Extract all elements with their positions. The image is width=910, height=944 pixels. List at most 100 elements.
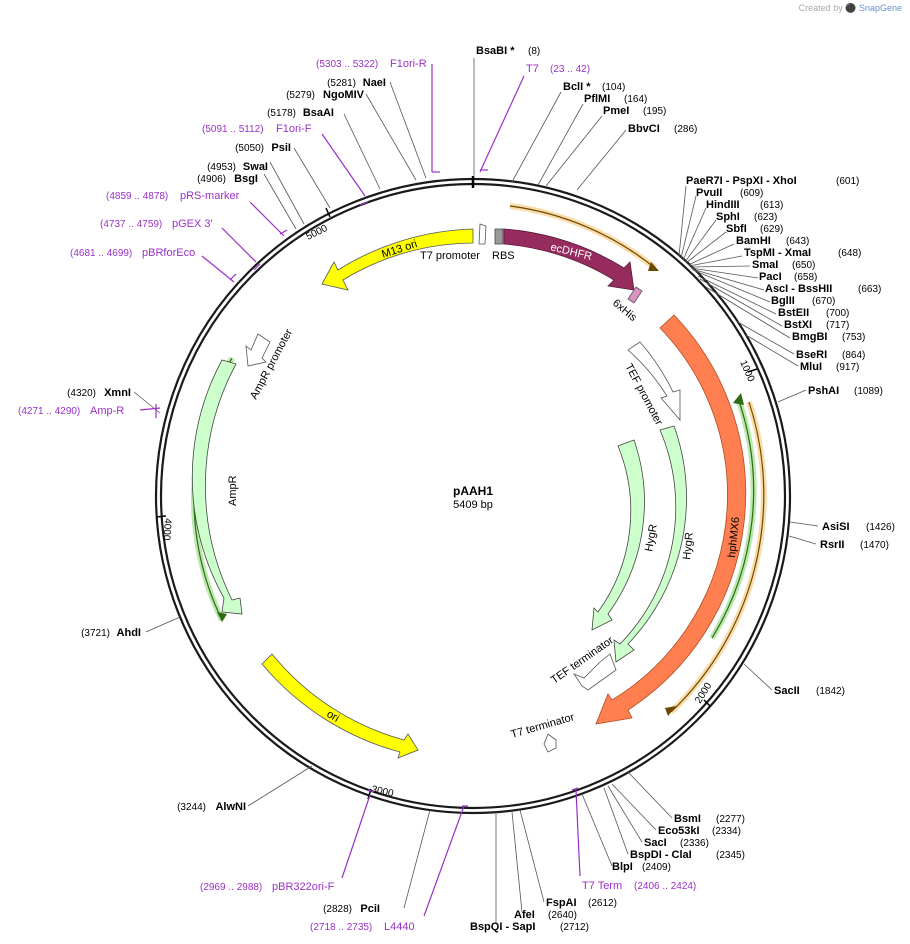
feature-ampr (191, 359, 243, 615)
site-saci-pos: (2336) (680, 838, 709, 849)
feature-hphmx6 (595, 314, 747, 725)
site-bmgbi: BmgBI (792, 331, 827, 343)
site-sphi-pos: (623) (754, 212, 777, 223)
site-xmni: XmnI (104, 387, 131, 399)
leader-paer7i (678, 185, 687, 257)
tick-1000 (747, 368, 758, 373)
primer-prs-marker: pRS-marker (180, 190, 240, 202)
site-bspqi-pos: (2712) (560, 922, 589, 933)
orf-ecdhfr (509, 205, 656, 269)
site-bsaai: BsaAI (303, 107, 334, 119)
site-ngomiv: NgoMIV (323, 89, 365, 101)
feature-6xhis (627, 286, 643, 304)
tick-2000 (703, 699, 711, 707)
feature-hygr-inner-label: HygR (643, 523, 660, 552)
leader-mlui (745, 334, 799, 367)
primer-line-f1ori-f (321, 133, 366, 197)
leader-bseri (735, 320, 795, 355)
site-sacii: SacII (774, 685, 800, 697)
site-labels-left: PciI (2828) AlwNI (3244) AhdI (3721) Xmn… (67, 77, 386, 915)
primer-t7-term-range: (2406 .. 2424) (634, 881, 696, 892)
tick-4000 (155, 515, 167, 518)
leader-eco53ki (611, 783, 657, 831)
site-bglii-pos: (670) (812, 296, 835, 307)
leader-bcli (511, 91, 562, 183)
primer-pbrforeco: pBRforEco (142, 247, 195, 259)
feature-ori-label: ori (325, 708, 342, 725)
tick-5000 (325, 207, 331, 218)
feature-t7-terminator-label: T7 terminator (510, 711, 577, 741)
site-smai: SmaI (752, 259, 778, 271)
leader-fspai (519, 809, 545, 903)
site-tspmi: TspMI - XmaI (744, 247, 811, 259)
site-pshai-pos: (1089) (854, 386, 883, 397)
site-bsaai-pos: (5178) (267, 108, 296, 119)
leader-psii (293, 147, 331, 209)
primer-pbrforeco-range: (4681 .. 4699) (70, 248, 132, 259)
leader-ngomiv (365, 93, 417, 181)
feature-hygr-inner (591, 439, 645, 631)
site-sacii-pos: (1842) (816, 686, 845, 697)
site-pmei: PmeI (603, 105, 629, 117)
site-paer7i: PaeR7I - PspXI - XhoI (686, 175, 797, 187)
primer-pgex3-range: (4737 .. 4759) (100, 219, 162, 230)
feature-tef-promoter (627, 341, 681, 422)
leader-bbvci (576, 129, 627, 191)
site-mlui: MluI (800, 361, 822, 373)
leader-asci (691, 268, 765, 291)
leader-bsteii (697, 275, 777, 315)
site-smai-pos: (650) (792, 260, 815, 271)
leader-rsrii (788, 535, 817, 545)
tick-label-1000: 1000 (737, 359, 756, 384)
primer-mark-pbr322ori-f (367, 789, 375, 793)
primer-mark-f1ori-f (359, 201, 369, 206)
leader-pvuii (680, 195, 697, 259)
site-blpi-pos: (2409) (642, 862, 671, 873)
site-bcli: BclI * (563, 81, 591, 93)
site-bseri-pos: (864) (842, 350, 865, 361)
primer-f1ori-r: F1ori-R (390, 58, 427, 70)
site-pcii: PciI (360, 903, 380, 915)
site-bstxi: BstXI (784, 319, 812, 331)
site-naei-pos: (5281) (327, 78, 356, 89)
site-paci: PacI (759, 271, 782, 283)
primer-t7: T7 (526, 63, 539, 75)
credit-brand: SnapGene (858, 3, 902, 13)
primer-mark-pgex3 (253, 263, 261, 271)
features: M13 ori RBS T7 promoter ecDHFR 6xHis hph… (190, 203, 767, 759)
primer-l4440-range: (2718 .. 2735) (310, 922, 372, 933)
site-bspdi: BspDI - ClaI (630, 849, 692, 861)
orf-hph-green-arrowhead (733, 393, 744, 405)
site-psii-pos: (5050) (235, 143, 264, 154)
primer-f1ori-f-range: (5091 .. 5112) (202, 124, 264, 135)
site-alwni: AlwNI (215, 801, 246, 813)
site-bsmi: BsmI (674, 813, 701, 825)
primer-pgex3: pGEX 3' (172, 218, 213, 230)
feature-rbs-label: RBS (492, 250, 515, 262)
site-bspdi-pos: (2345) (716, 850, 745, 861)
site-bamhi: BamHI (736, 235, 771, 247)
site-labels: BsaBI * (8) BclI * (104) PflMI (164) Pme… (470, 45, 895, 933)
site-asisi: AsiSI (822, 521, 850, 533)
site-bsabi-pos: (8) (528, 46, 540, 57)
site-rsrii: RsrII (820, 539, 844, 551)
site-naei: NaeI (363, 77, 386, 89)
primer-lines (139, 64, 581, 917)
feature-ampr-promoter (245, 333, 271, 367)
leader-saci (607, 785, 643, 843)
site-bmgbi-pos: (753) (842, 332, 865, 343)
leader-bglii (692, 269, 771, 303)
leader-ahdi (145, 616, 181, 633)
primer-line-pgex3 (221, 227, 257, 263)
site-bsteii-pos: (700) (826, 308, 849, 319)
tick-label-3000: 3000 (370, 784, 394, 799)
site-hindiii: HindIII (706, 199, 740, 211)
site-bsmi-pos: (2277) (716, 814, 745, 825)
primer-mark-pbrforeco (229, 273, 237, 281)
primer-amp-r-range: (4271 .. 4290) (18, 406, 80, 417)
feature-tef-terminator (572, 653, 617, 691)
leader-smai (689, 265, 751, 268)
primer-line-t7 (479, 75, 525, 173)
feature-ori (261, 653, 419, 759)
